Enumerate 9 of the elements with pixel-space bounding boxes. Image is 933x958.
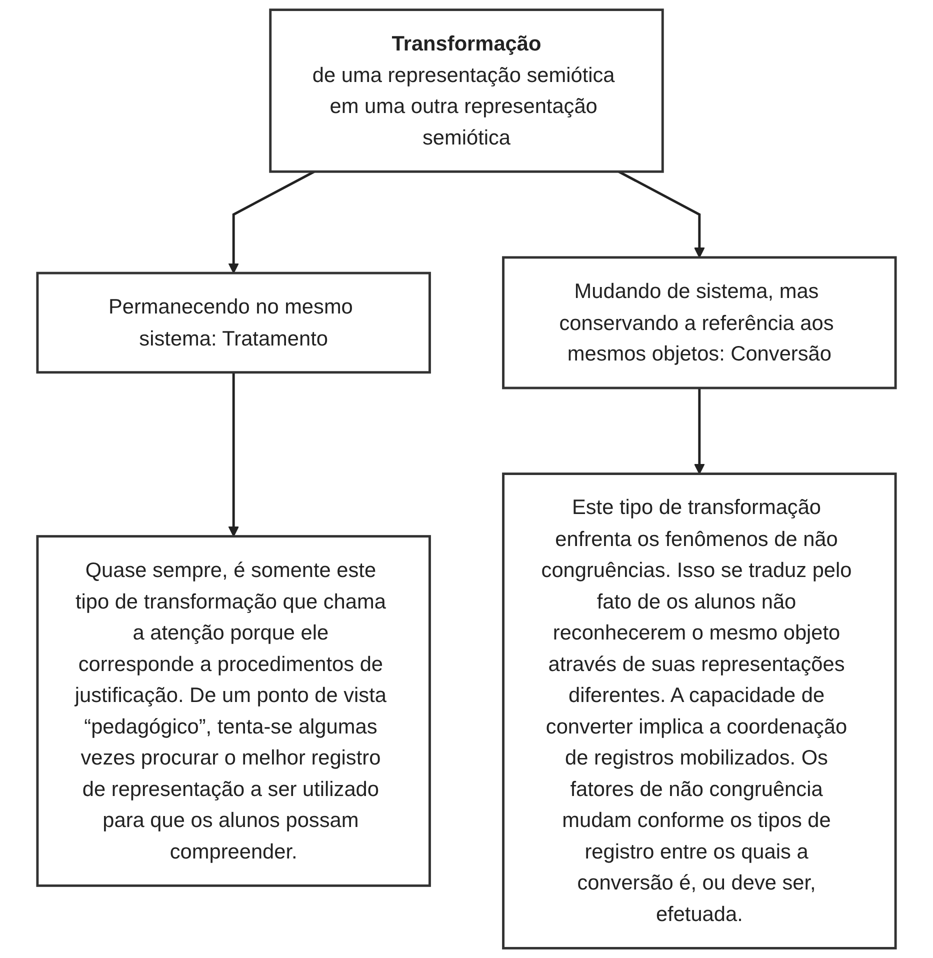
node-box: Mudando de sistema, mas conservando a referência aos mesmos objetos: Conversão bbox=[502, 256, 897, 390]
arrow bbox=[228, 372, 239, 537]
arrow bbox=[618, 170, 705, 258]
arrow bbox=[694, 388, 705, 474]
node-box: Quase sempre, é somente este tipo de transformação que chama a atenção porque ele corresponde a procedimentos de justificação. De um ponto de vista “pedagógico”, tenta-se algumas vezes procurar o melhor registro de representação a ser utilizado para que os alunos possam compreender. bbox=[36, 535, 431, 887]
node-box: Permanecendo no mesmo sistema: Tratamento bbox=[36, 272, 431, 374]
node-box: Transformação de uma representação semiótica em uma outra representação semiótica bbox=[269, 8, 664, 173]
arrow bbox=[228, 170, 315, 274]
node-box: Este tipo de transformação enfrenta os fenômenos de não congruências. Isso se traduz pelo fato de os alunos não reconhecerem o mesmo objeto através de suas representações diferentes. A capacidade de converter implica a coordenação de registros mobilizados. Os fatores de não congruência mudam conforme os tipos de registro entre os quais a conversão é, ou deve ser, efetuada. bbox=[502, 472, 897, 950]
